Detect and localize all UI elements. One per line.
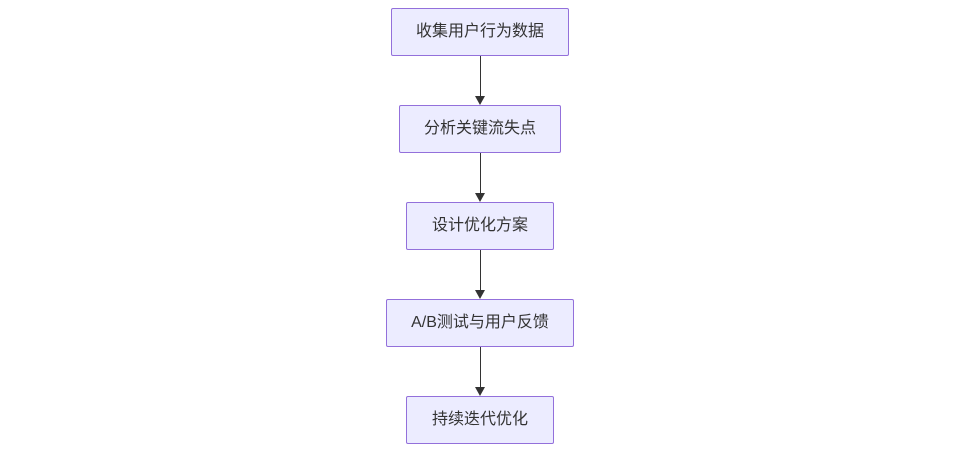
flow-node-label: 收集用户行为数据 <box>415 23 544 40</box>
flow-edge-d-e <box>475 347 485 396</box>
flow-node-ab-test-feedback: A/B测试与用户反馈 <box>386 299 574 347</box>
edge-line <box>479 347 481 388</box>
edge-line <box>479 56 481 97</box>
arrowhead-down-icon <box>475 290 485 299</box>
flow-node-collect-data: 收集用户行为数据 <box>390 8 569 56</box>
flowchart: 收集用户行为数据 分析关键流失点 设计优化方案 A/B测试与用户反馈 <box>386 8 574 444</box>
arrowhead-down-icon <box>475 96 485 105</box>
arrowhead-down-icon <box>475 193 485 202</box>
flow-node-label: 设计优化方案 <box>431 217 528 234</box>
edge-line <box>479 153 481 194</box>
flow-node-analyze-churn: 分析关键流失点 <box>398 105 561 153</box>
arrowhead-down-icon <box>475 387 485 396</box>
flow-node-design-plan: 设计优化方案 <box>406 202 554 250</box>
flow-node-label: A/B测试与用户反馈 <box>411 314 549 331</box>
flow-node-iterate-optimize: 持续迭代优化 <box>406 396 554 444</box>
flow-node-label: 分析关键流失点 <box>423 120 536 137</box>
flow-node-label: 持续迭代优化 <box>431 411 528 428</box>
edge-line <box>479 250 481 291</box>
flow-edge-b-c <box>475 153 485 202</box>
flow-edge-c-d <box>475 250 485 299</box>
flow-edge-a-b <box>475 56 485 105</box>
